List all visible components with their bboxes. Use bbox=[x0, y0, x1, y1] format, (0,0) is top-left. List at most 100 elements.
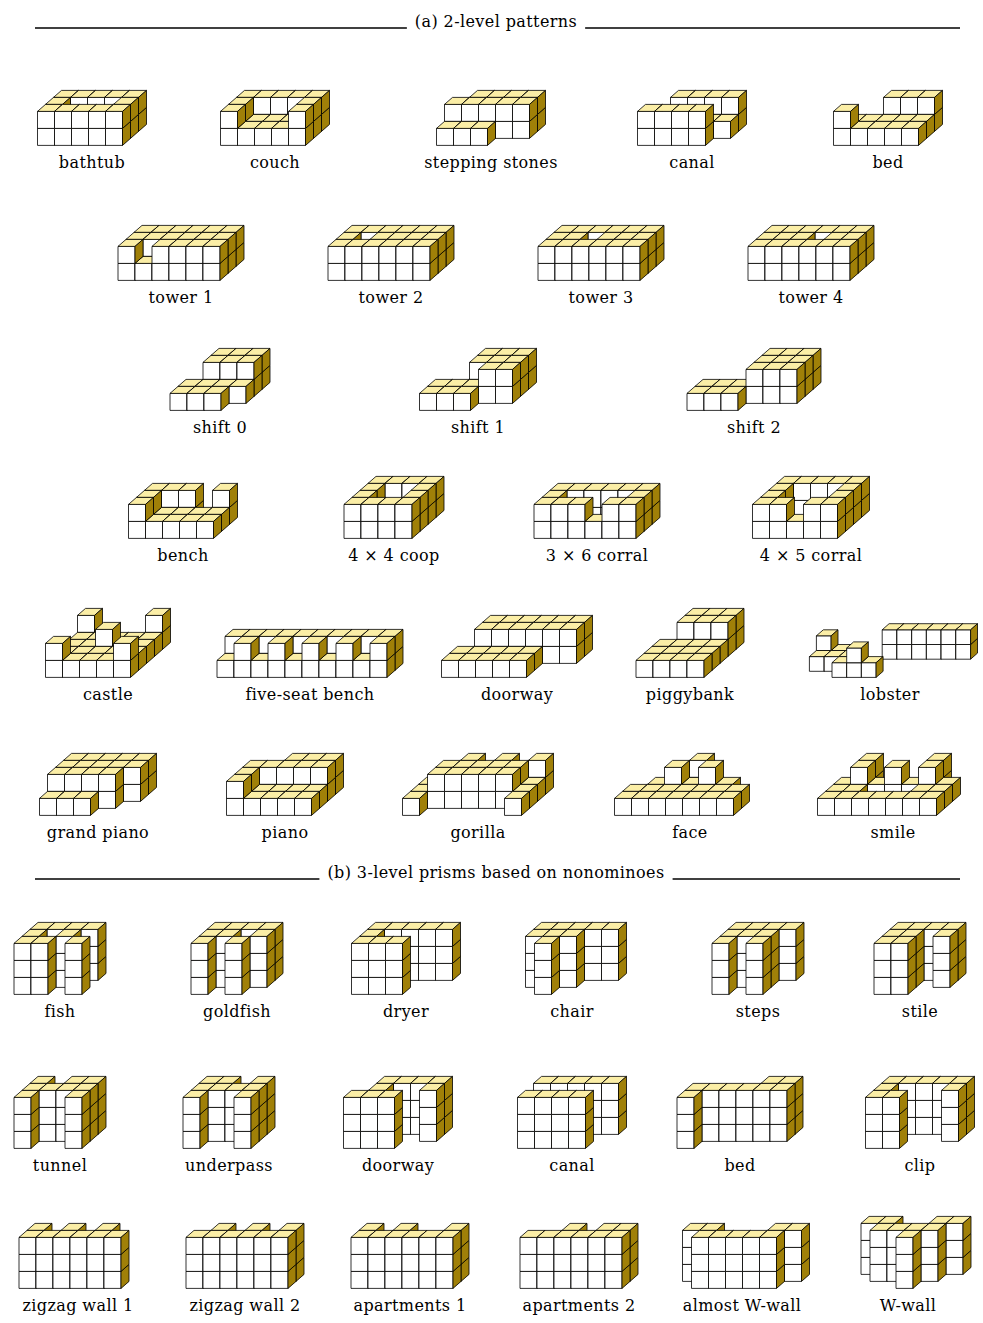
cube-face bbox=[254, 355, 262, 379]
cube-face bbox=[753, 521, 770, 538]
cube-face bbox=[459, 660, 476, 677]
cube-face bbox=[475, 629, 492, 646]
cube-figure bbox=[538, 225, 664, 280]
cube-face bbox=[252, 767, 260, 791]
cube-face bbox=[956, 645, 971, 660]
cube-face bbox=[496, 104, 513, 121]
cube-face bbox=[420, 490, 428, 514]
cube-face bbox=[589, 263, 606, 280]
cube-face bbox=[106, 111, 123, 128]
cube-face bbox=[602, 521, 619, 538]
cube-face bbox=[882, 630, 897, 645]
cube-face bbox=[196, 483, 204, 507]
cube-face bbox=[884, 97, 901, 114]
cube-face bbox=[129, 521, 146, 538]
cube-face bbox=[203, 263, 220, 280]
cube-face bbox=[89, 128, 106, 145]
cube-face bbox=[445, 774, 462, 791]
cube-figure bbox=[442, 615, 593, 677]
cube-face bbox=[72, 128, 89, 145]
cube-face bbox=[833, 246, 850, 263]
cube-face bbox=[362, 246, 379, 263]
cube-face bbox=[428, 774, 445, 791]
cube-face bbox=[638, 111, 655, 128]
cube-face bbox=[522, 791, 530, 815]
cube-face bbox=[277, 767, 294, 784]
cube-figure bbox=[46, 608, 171, 677]
cube-face bbox=[48, 774, 65, 791]
cube-face bbox=[312, 791, 320, 815]
cube-face bbox=[116, 767, 124, 791]
cube-figure bbox=[638, 90, 747, 145]
cube-face bbox=[655, 111, 672, 128]
cube-face bbox=[378, 504, 395, 521]
cube-face bbox=[222, 507, 230, 531]
cube-face bbox=[155, 632, 163, 656]
cube-face bbox=[638, 128, 655, 145]
cube-face bbox=[141, 760, 149, 784]
cube-face bbox=[413, 263, 430, 280]
cube-face bbox=[746, 369, 763, 386]
cube-face bbox=[652, 483, 660, 507]
cube-face bbox=[438, 232, 446, 256]
cube-figure bbox=[687, 348, 821, 410]
cube-face bbox=[345, 246, 362, 263]
cube-face bbox=[770, 504, 787, 521]
cube-face bbox=[619, 504, 636, 521]
cube-face bbox=[114, 643, 131, 660]
cube-face bbox=[285, 660, 302, 677]
cube-figure bbox=[437, 90, 546, 145]
cube-face bbox=[55, 128, 72, 145]
cube-face bbox=[387, 636, 395, 660]
cube-face bbox=[534, 504, 551, 521]
cube-face bbox=[57, 798, 74, 815]
cube-face bbox=[169, 263, 186, 280]
cube-face bbox=[560, 629, 577, 646]
cube-face bbox=[476, 660, 493, 677]
cube-figure bbox=[534, 483, 660, 538]
cube-face bbox=[816, 636, 831, 651]
cube-face bbox=[38, 111, 55, 128]
cube-face bbox=[118, 263, 135, 280]
cube-face bbox=[496, 386, 513, 403]
cube-face bbox=[46, 643, 63, 660]
cube-face bbox=[228, 232, 236, 256]
cube-face bbox=[403, 798, 420, 815]
cube-face bbox=[538, 777, 546, 801]
cube-face bbox=[748, 246, 765, 263]
cube-face bbox=[353, 660, 370, 677]
cube-face bbox=[220, 239, 228, 263]
cube-face bbox=[861, 642, 868, 663]
cube-face bbox=[154, 490, 162, 514]
cube-face bbox=[244, 798, 261, 815]
cube-face bbox=[396, 263, 413, 280]
cube-face bbox=[513, 362, 521, 386]
cube-face bbox=[445, 791, 462, 808]
cube-face bbox=[714, 121, 731, 138]
cube-face bbox=[804, 521, 821, 538]
cube-face bbox=[623, 246, 640, 263]
cube-face bbox=[251, 660, 268, 677]
cube-face bbox=[261, 798, 278, 815]
cube-face bbox=[268, 660, 285, 677]
cube-face bbox=[780, 386, 797, 403]
cube-face bbox=[230, 483, 238, 507]
cube-face bbox=[513, 121, 530, 138]
cube-face bbox=[345, 263, 362, 280]
cube-face bbox=[572, 263, 589, 280]
cube-face bbox=[606, 246, 623, 263]
cube-figure bbox=[170, 348, 270, 410]
cube-face bbox=[46, 660, 63, 677]
cube-face bbox=[847, 648, 862, 663]
cube-face bbox=[585, 497, 593, 521]
cube-face bbox=[838, 497, 846, 521]
cube-face bbox=[782, 263, 799, 280]
cube-face bbox=[787, 521, 804, 538]
cube-face bbox=[370, 643, 387, 660]
cube-face bbox=[850, 239, 858, 263]
cube-face bbox=[63, 660, 80, 677]
cube-figure bbox=[636, 608, 744, 677]
cube-face bbox=[272, 128, 289, 145]
cube-face bbox=[748, 263, 765, 280]
cube-face bbox=[344, 504, 361, 521]
